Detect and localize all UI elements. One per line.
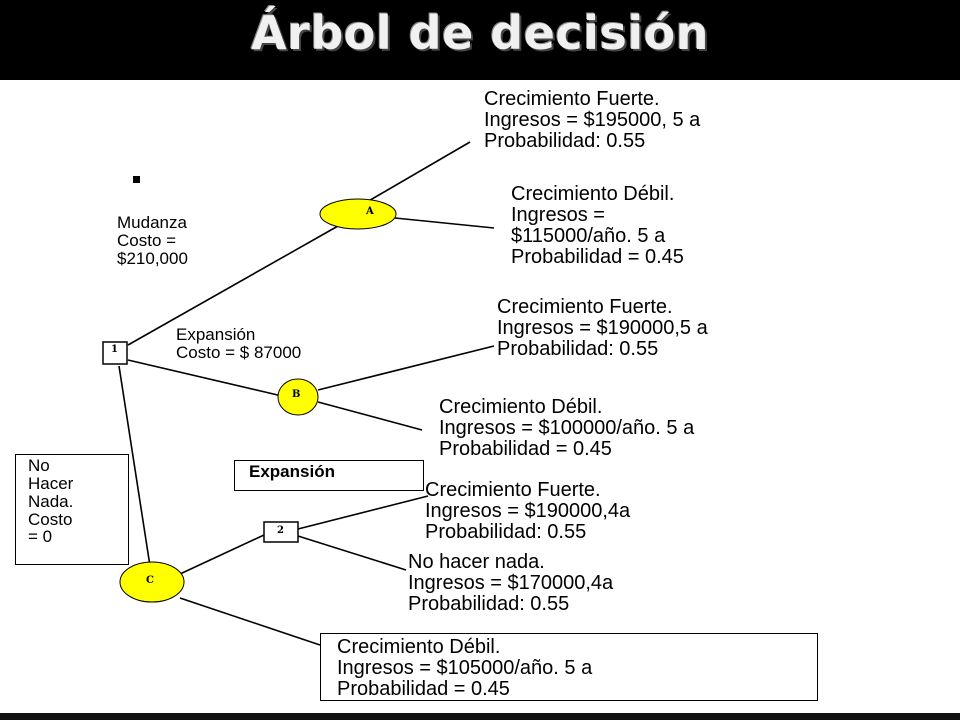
chance-node-c-label: C: [146, 575, 154, 586]
branch-box-no-hacer-nada: No Hacer Nada. Costo = 0: [15, 454, 129, 565]
outcome-b-fuerte: Crecimiento Fuerte. Ingresos = $190000,5…: [497, 296, 708, 360]
edge-a-debil: [394, 217, 495, 229]
edge-2-nada: [297, 535, 407, 571]
chance-node-b: [277, 378, 319, 416]
chance-node-c: [119, 561, 185, 603]
bullet-marker: [133, 176, 140, 183]
outcome-c2-nada: No hacer nada. Ingresos = $170000,4a Pro…: [408, 551, 614, 615]
chance-node-a-label: A: [366, 206, 374, 217]
edge-2-fuerte: [297, 495, 429, 530]
outcome-c2-fuerte: Crecimiento Fuerte. Ingresos = $190000,4…: [425, 479, 631, 543]
branch-label-expansion: Expansión Costo = $ 87000: [176, 325, 302, 362]
decision-node-2: [263, 521, 299, 543]
chance-node-b-label: B: [292, 389, 301, 400]
edge-b-fuerte: [317, 345, 495, 391]
header-bar: Árbol de decisión: [0, 0, 960, 80]
edge-1-c: [118, 365, 151, 567]
outcome-c-debil: Crecimiento Débil. Ingresos = $105000/añ…: [320, 633, 818, 701]
outcome-a-debil: Crecimiento Débil. Ingresos = $115000/añ…: [511, 183, 684, 268]
edge-b-debil: [317, 401, 423, 431]
decision-node-1-label: 1: [111, 344, 118, 355]
diagram-canvas: A B C 1 2 Mudanza Costo = $210,000 Expan…: [0, 80, 960, 713]
branch-label-mudanza: Mudanza Costo = $210,000: [117, 213, 188, 268]
edge-a-fuerte: [359, 141, 471, 207]
branch-box-expansion: Expansión: [234, 460, 424, 491]
decision-node-1: [102, 341, 128, 365]
chance-node-a: [319, 198, 397, 230]
edge-1-a: [127, 225, 339, 346]
edge-1-b: [127, 359, 283, 397]
edge-c-debil: [179, 597, 321, 646]
bottom-bar: [0, 713, 960, 720]
tree-lines: [102, 141, 495, 646]
outcome-b-debil: Crecimiento Débil. Ingresos = $100000/añ…: [439, 396, 695, 460]
slide-title: Árbol de decisión: [251, 6, 709, 60]
decision-node-2-label: 2: [277, 525, 284, 536]
edge-c-2: [179, 534, 265, 575]
outcome-a-fuerte: Crecimiento Fuerte. Ingresos = $195000, …: [484, 88, 701, 152]
